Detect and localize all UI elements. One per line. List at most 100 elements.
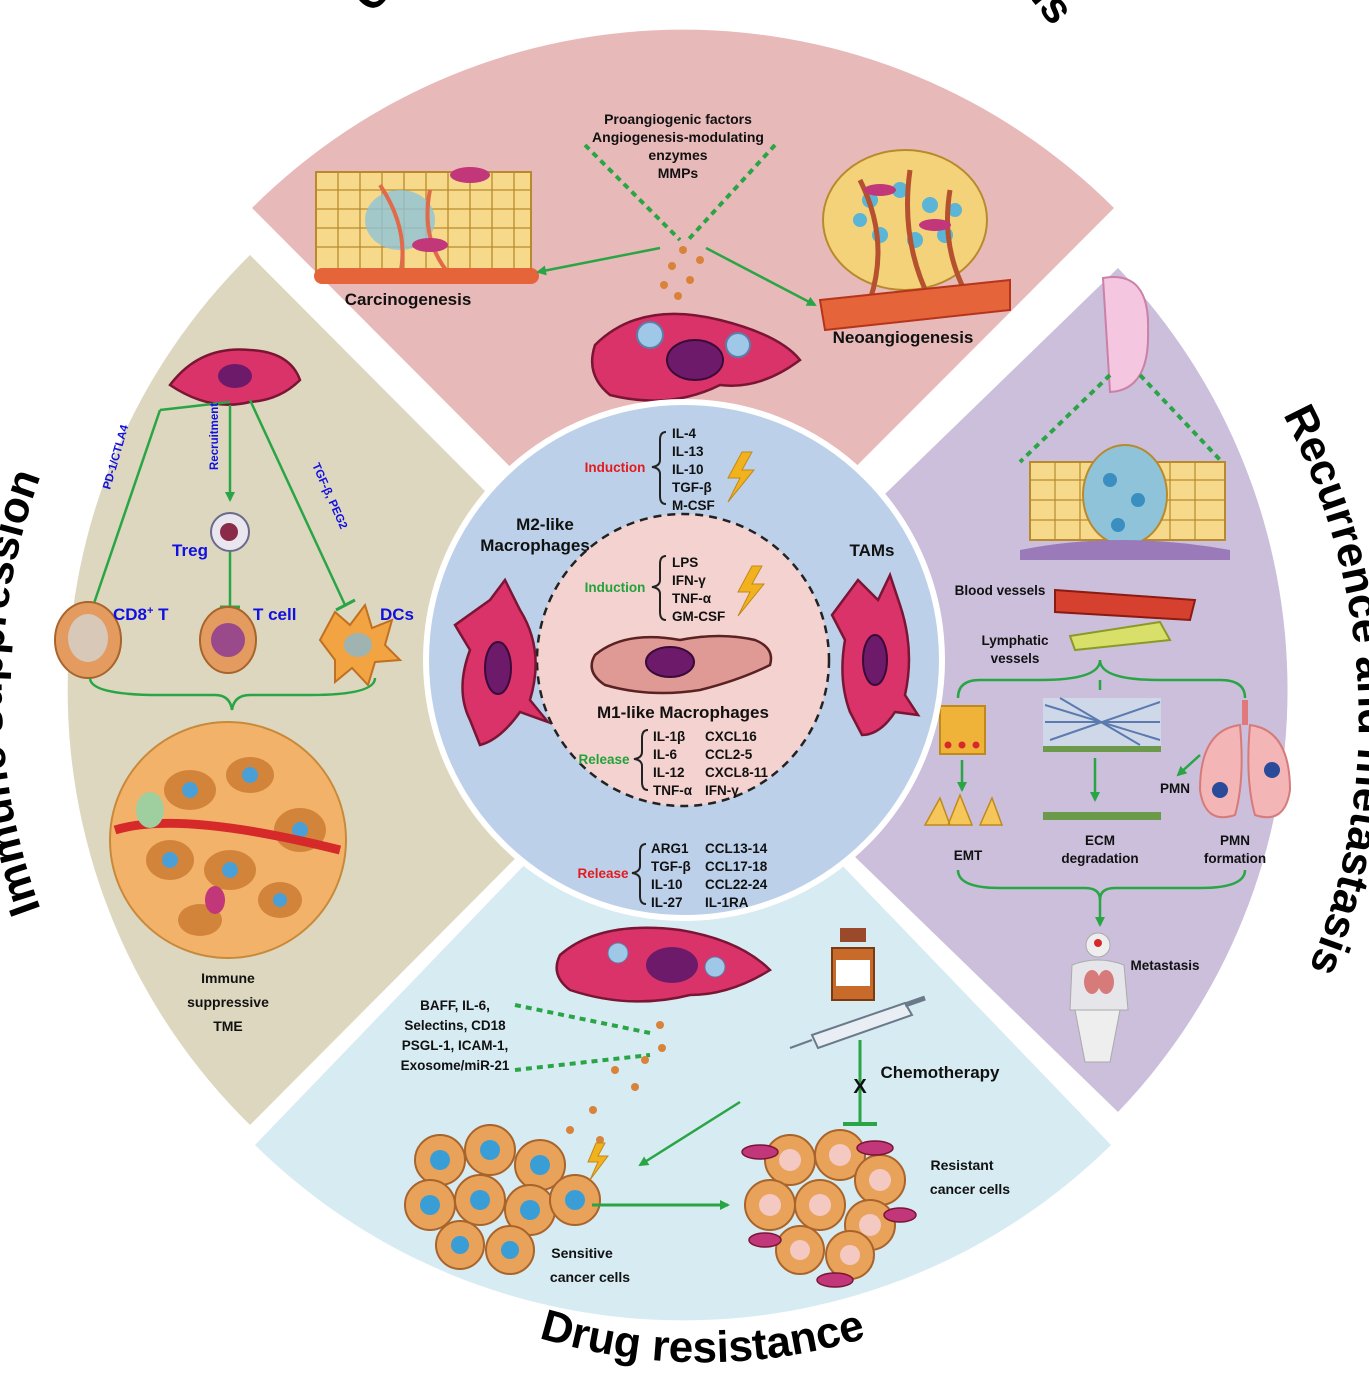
lightning-icon-m1 <box>737 565 766 617</box>
m1-ind-1: IFN-γ <box>672 573 706 588</box>
right-section-title: Recurrence and metastasis <box>1274 397 1369 983</box>
m1-ind-2: TNF-α <box>672 591 712 606</box>
m2-induction-brace <box>651 431 667 505</box>
treg-label: Treg <box>172 541 208 560</box>
factor-line-4: MMPs <box>658 165 699 181</box>
right-content: Blood vessels Lymphatic vessels EMT ECM … <box>923 276 1292 1063</box>
bottom-dotted-2 <box>514 1053 651 1072</box>
ecm-structure <box>1043 697 1161 820</box>
resistant-line-2: cancer cells <box>930 1181 1010 1197</box>
top-section-title: Carcinogenesis and neoangiogenesis <box>343 0 1084 33</box>
factor-line-3: enzymes <box>648 147 707 163</box>
pmn-arrow <box>1176 754 1201 777</box>
m2-ind-4: M-CSF <box>672 498 715 513</box>
split-bracket <box>956 659 1247 699</box>
bottom-factor-3: PSGL-1, ICAM-1, <box>402 1038 509 1053</box>
branch-cd8 <box>88 409 162 616</box>
treg-cell <box>210 512 250 552</box>
dcs-label: DCs <box>380 605 414 624</box>
m2-label-2: Macrophages <box>480 536 590 555</box>
cd8-label: CD8+ T <box>113 605 169 624</box>
lymphatic-line-1: Lymphatic <box>981 633 1049 648</box>
zoom-line-left <box>1018 373 1112 464</box>
arrow-to-sensitive <box>638 1100 741 1167</box>
lungs-icon <box>1198 700 1292 819</box>
macrophage-top <box>590 312 802 402</box>
recruitment-label: Recruitment <box>209 403 221 470</box>
arrow-to-carcinogenesis <box>536 246 661 276</box>
tams-label: TAMs <box>849 541 894 560</box>
m1-induction-brace <box>651 555 667 621</box>
bottom-dotted-1 <box>514 1003 651 1035</box>
factor-line-1: Proangiogenic factors <box>604 111 752 127</box>
m2-rel-l0: ARG1 <box>651 841 689 856</box>
m2-release-label: Release <box>577 866 629 881</box>
m1-rel-r3: IFN-γ <box>705 783 739 798</box>
macrophage-left-top <box>168 348 302 406</box>
sensitive-line-1: Sensitive <box>551 1245 613 1261</box>
m2-ind-0: IL-4 <box>672 426 696 441</box>
carcinogenesis-tissue <box>314 167 539 284</box>
resistant-line-1: Resistant <box>930 1157 993 1173</box>
m1-ind-3: GM-CSF <box>672 609 725 624</box>
m1-rel-r0: CXCL16 <box>705 729 757 744</box>
branch-left <box>159 400 231 412</box>
branch-dcs <box>248 399 347 606</box>
m2-macrophage-left <box>453 577 552 747</box>
m1-release-brace <box>633 729 649 791</box>
pmn-label: PMN <box>1160 781 1190 796</box>
tme-line-1: Immune <box>201 970 255 986</box>
bottom-factor-dots <box>536 1021 666 1149</box>
m2-release-brace <box>631 843 647 905</box>
resistant-cells <box>741 1129 917 1288</box>
left-content: PD-1/CTLA4 Recruitment TGF-β, PEG2 Treg … <box>54 348 414 1034</box>
m2-ind-3: TGF-β <box>672 480 712 495</box>
center-panel: Induction IL-4 IL-13 IL-10 TGF-β M-CSF M… <box>423 399 945 921</box>
m1-ind-0: LPS <box>672 555 698 570</box>
drug-vial-icon <box>831 928 875 1001</box>
t-cell <box>199 606 257 674</box>
converge-bracket-right <box>956 869 1247 901</box>
bottom-factor-4: Exosome/miR-21 <box>401 1058 510 1073</box>
blood-vessel <box>1054 588 1197 622</box>
macrophage-bottom <box>555 926 772 1003</box>
metastasis-label: Metastasis <box>1130 958 1199 973</box>
chemo-x-mark: X <box>853 1076 867 1098</box>
neoangiogenesis-tumor <box>818 149 1011 332</box>
breast-icon <box>1101 276 1150 394</box>
m1-rel-l3: TNF-α <box>653 783 693 798</box>
m2-rel-r2: CCL22-24 <box>705 877 768 892</box>
m2-macrophage-right <box>830 571 921 737</box>
m2-ind-2: IL-10 <box>672 462 704 477</box>
m2-ind-1: IL-13 <box>672 444 704 459</box>
m1-label: M1-like Macrophages <box>597 703 769 722</box>
sensitive-cells <box>404 1124 601 1275</box>
m1-rel-l2: IL-12 <box>653 765 685 780</box>
m2-rel-l2: IL-10 <box>651 877 683 892</box>
m1-release-label: Release <box>578 752 630 767</box>
lightning-icon-m2 <box>727 451 756 503</box>
m1-macrophage <box>590 634 773 695</box>
blood-vessels-label: Blood vessels <box>955 583 1046 598</box>
m2-rel-r0: CCL13-14 <box>705 841 768 856</box>
tcell-label: T cell <box>253 605 296 624</box>
tme-line-3: TME <box>213 1018 243 1034</box>
bottom-factor-1: BAFF, IL-6, <box>420 998 490 1013</box>
m2-rel-l3: IL-27 <box>651 895 683 910</box>
neoangiogenesis-label: Neoangiogenesis <box>833 328 974 347</box>
sensitive-line-2: cancer cells <box>550 1269 630 1285</box>
lymphatic-line-2: vessels <box>991 651 1040 666</box>
secreted-factor-dots <box>660 246 704 300</box>
m1-rel-r2: CXCL8-11 <box>705 765 769 780</box>
lightning-icon-bottom <box>587 1142 609 1181</box>
metastasis-tissue <box>1020 444 1230 560</box>
left-section-title: Immune suppression <box>0 463 50 923</box>
lymphatic-vessel <box>1068 620 1172 652</box>
arrow-to-neoangiogenesis <box>705 246 817 307</box>
ecm-line-1: ECM <box>1085 833 1115 848</box>
m1-induction-label: Induction <box>585 580 646 595</box>
pmn-formation-line-2: formation <box>1204 851 1266 866</box>
zoom-line-right <box>1138 373 1224 464</box>
dc-cell <box>318 602 403 687</box>
